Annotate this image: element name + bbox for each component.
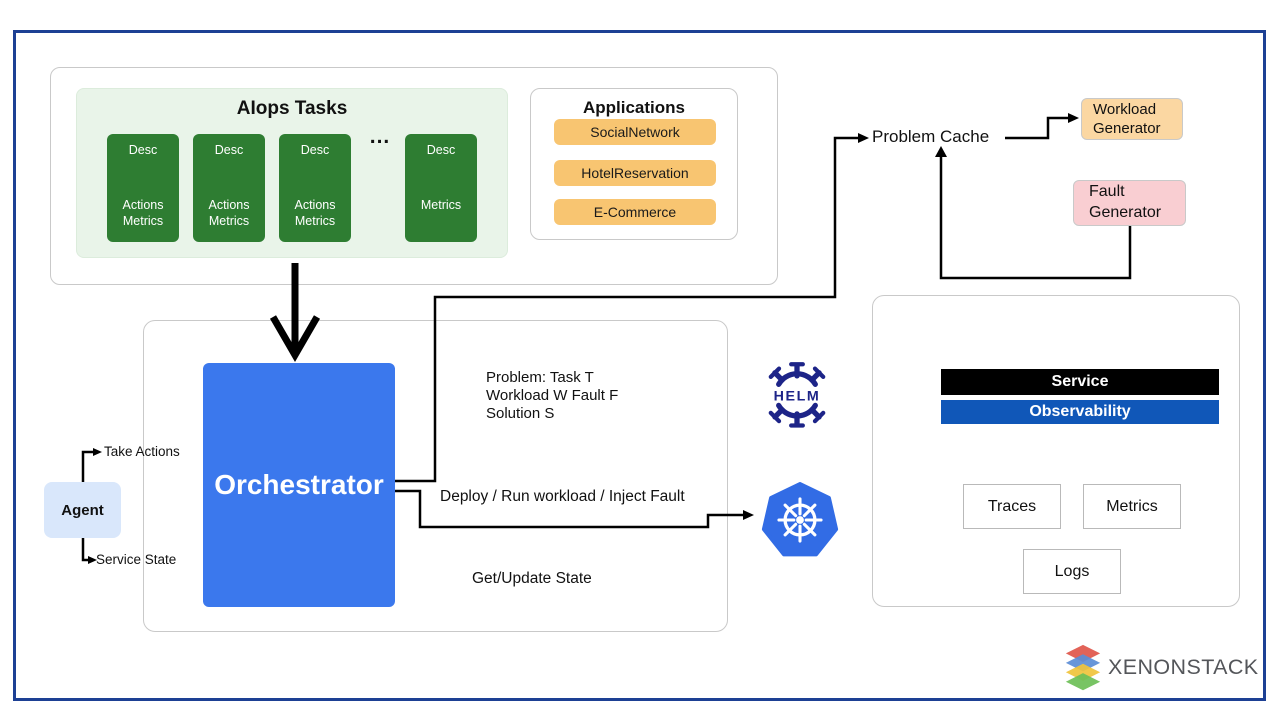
logs-node: Logs <box>1023 549 1121 594</box>
task-desc: Desc <box>300 143 330 157</box>
task-desc: Desc <box>128 143 158 157</box>
applications-title: Applications <box>582 98 685 117</box>
task-actions: Actions <box>208 198 250 212</box>
service-state-label: Service State <box>96 552 177 567</box>
deploy-annotation: Deploy / Run workload / Inject Fault <box>440 488 685 505</box>
workload-generator-node: Workload Generator <box>1081 98 1183 140</box>
tasks-ellipsis: ... <box>369 125 391 148</box>
task-metrics: Metrics <box>122 214 164 228</box>
agent-node: Agent <box>44 482 121 538</box>
task-actions: Actions <box>122 198 164 212</box>
helm-label: HELM <box>774 389 821 405</box>
task-metrics: Metrics <box>420 198 462 212</box>
task-card: Desc Metrics <box>405 134 477 242</box>
fault-generator-node: Fault Generator <box>1073 180 1186 226</box>
service-observability-panel: Service Observability Traces Metrics Log… <box>872 295 1240 607</box>
application-ecommerce: E-Commerce <box>554 199 716 225</box>
application-hotelreservation: HotelReservation <box>554 160 716 186</box>
problem-line: Workload W Fault F <box>486 387 619 404</box>
metrics-node: Metrics <box>1083 484 1181 529</box>
xenonstack-logo-icon <box>1065 644 1101 691</box>
problem-line: Problem: Task T <box>486 369 594 386</box>
traces-node: Traces <box>963 484 1061 529</box>
take-actions-label: Take Actions <box>104 444 180 459</box>
task-metrics: Metrics <box>294 214 336 228</box>
problem-line: Solution S <box>486 405 555 422</box>
helm-logo-icon: HELM <box>768 362 826 428</box>
orchestrator-label: Orchestrator <box>214 469 384 500</box>
orchestrator-node: Orchestrator <box>203 363 395 607</box>
xenonstack-wordmark: XENONSTACK <box>1108 655 1259 679</box>
problem-cache-label: Problem Cache <box>872 127 990 146</box>
task-desc: Desc <box>214 143 244 157</box>
task-desc: Desc <box>426 143 456 157</box>
problem-annotation: Problem: Task T Workload W Fault F Solut… <box>486 369 618 423</box>
kubernetes-logo-icon <box>761 482 839 557</box>
task-metrics: Metrics <box>208 214 250 228</box>
task-actions: Actions <box>294 198 336 212</box>
application-socialnetwork: SocialNetwork <box>554 119 716 145</box>
outer-frame <box>13 30 1266 701</box>
aiops-tasks-title: AIops Tasks <box>236 98 348 119</box>
applications-box: Applications SocialNetwork HotelReservat… <box>530 88 738 240</box>
service-bar: Service <box>941 369 1219 395</box>
get-update-state-annotation: Get/Update State <box>472 570 592 587</box>
observability-bar: Observability <box>941 400 1219 424</box>
